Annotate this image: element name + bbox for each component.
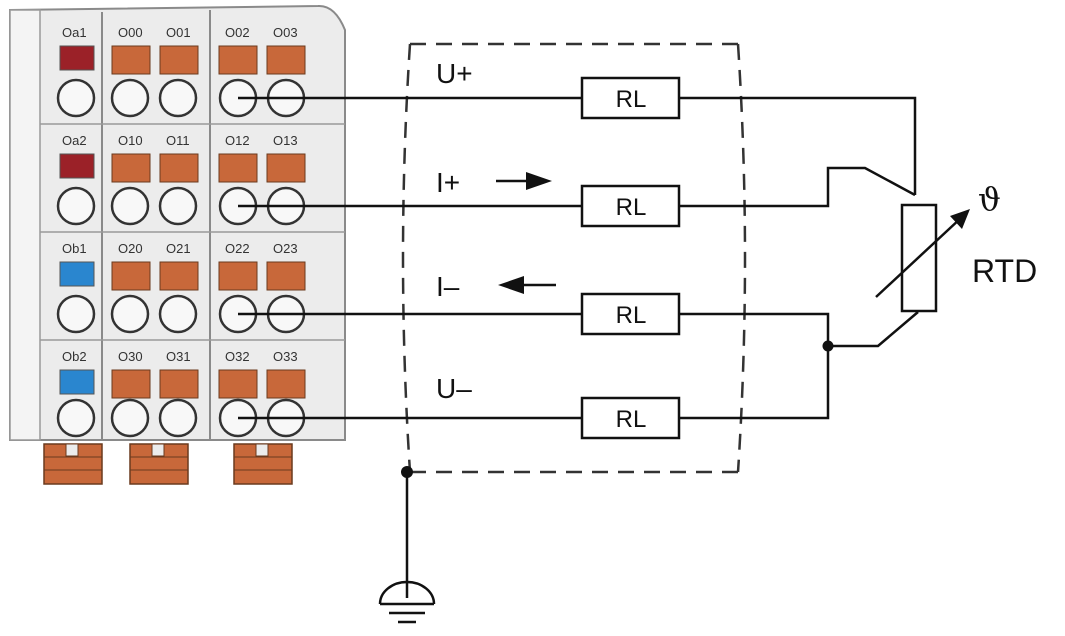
- ground-icon: [378, 580, 436, 624]
- wire-junction-dot: [822, 340, 834, 352]
- wire-entry[interactable]: [110, 78, 150, 118]
- signal-label-i-minus: I–: [436, 271, 460, 302]
- wire-entry[interactable]: [56, 398, 96, 438]
- terminal-label: O33: [273, 349, 298, 364]
- wire-entry[interactable]: [110, 294, 150, 334]
- wire-entry[interactable]: [56, 186, 96, 226]
- terminal-label: O00: [118, 25, 143, 40]
- line-resistor: RL: [580, 184, 681, 228]
- cable-shield: [401, 42, 747, 474]
- marker-tab: [59, 45, 95, 71]
- resistor-label: RL: [616, 302, 647, 329]
- wire-u-plus: [238, 96, 917, 195]
- bottom-connector: [43, 443, 103, 485]
- marker-tab: [59, 369, 95, 395]
- spring-release-slot[interactable]: [266, 153, 306, 183]
- wire-entry[interactable]: [56, 78, 96, 118]
- spring-release-slot[interactable]: [111, 45, 151, 75]
- terminal-label: O02: [225, 25, 250, 40]
- spring-release-slot[interactable]: [218, 369, 258, 399]
- spring-release-slot[interactable]: [266, 45, 306, 75]
- spring-release-slot[interactable]: [111, 369, 151, 399]
- temperature-symbol: ϑ: [978, 180, 1001, 218]
- spring-release-slot[interactable]: [218, 261, 258, 291]
- current-arrow-right-icon: [496, 172, 552, 190]
- terminal-block: Oa1 O00 O01 O02 O03 Oa2 O10 O11 O12 O13: [9, 4, 346, 485]
- terminal-label: Oa1: [62, 25, 87, 40]
- resistor-label: RL: [616, 406, 647, 433]
- terminal-label: O20: [118, 241, 143, 256]
- spring-release-slot[interactable]: [266, 369, 306, 399]
- spring-release-slot[interactable]: [159, 153, 199, 183]
- rtd-sensor: ϑ RTD: [875, 180, 1037, 313]
- wire-entry[interactable]: [158, 186, 198, 226]
- signal-label-u-minus: U–: [436, 373, 472, 404]
- terminal-block-left-edge: [9, 9, 41, 441]
- terminal-label: O12: [225, 133, 250, 148]
- terminal-row: Ob2 O30 O31 O32 O33: [56, 349, 306, 438]
- terminal-row: Ob1 O20 O21 O22 O23: [56, 241, 306, 334]
- line-resistor: RL: [580, 396, 681, 440]
- terminal-label: O11: [166, 133, 190, 148]
- variable-arrow-line: [875, 216, 963, 298]
- terminal-label: O01: [166, 25, 191, 40]
- bottom-connector: [129, 443, 189, 485]
- spring-release-slot[interactable]: [218, 45, 258, 75]
- current-arrow-left-icon: [498, 276, 556, 294]
- spring-release-slot[interactable]: [111, 153, 151, 183]
- signal-label-u-plus: U+: [436, 58, 473, 89]
- wire-entry[interactable]: [158, 398, 198, 438]
- terminal-label: O30: [118, 349, 143, 364]
- terminal-label: O23: [273, 241, 298, 256]
- terminal-label: O03: [273, 25, 298, 40]
- wire-entry[interactable]: [110, 186, 150, 226]
- spring-release-slot[interactable]: [159, 261, 199, 291]
- wire-entry[interactable]: [158, 78, 198, 118]
- terminal-label: O22: [225, 241, 250, 256]
- line-resistor: RL: [580, 292, 681, 336]
- marker-tab: [59, 153, 95, 179]
- signal-label-i-plus: I+: [436, 167, 460, 198]
- wire-entry[interactable]: [110, 398, 150, 438]
- terminal-label: O21: [166, 241, 191, 256]
- marker-tab: [59, 261, 95, 287]
- wire-entry[interactable]: [158, 294, 198, 334]
- rtd-label: RTD: [972, 253, 1037, 289]
- spring-release-slot[interactable]: [266, 261, 306, 291]
- spring-release-slot[interactable]: [218, 153, 258, 183]
- variable-arrow-head-icon: [950, 209, 970, 229]
- resistor-label: RL: [616, 194, 647, 221]
- wire-entry[interactable]: [56, 294, 96, 334]
- terminal-label: O13: [273, 133, 298, 148]
- spring-release-slot[interactable]: [159, 45, 199, 75]
- terminal-label: O31: [166, 349, 191, 364]
- spring-release-slot[interactable]: [111, 261, 151, 291]
- wire-i-minus: [238, 312, 830, 346]
- spring-release-slot[interactable]: [159, 369, 199, 399]
- bottom-connector: [233, 443, 293, 485]
- shield-junction-dot: [401, 466, 413, 478]
- line-resistor: RL: [580, 76, 681, 120]
- resistor-label: RL: [616, 86, 647, 113]
- terminal-label: O10: [118, 133, 143, 148]
- terminal-label: Ob1: [62, 241, 87, 256]
- wire-i-plus: [238, 166, 916, 208]
- terminal-label: Oa2: [62, 133, 87, 148]
- terminal-label: Ob2: [62, 349, 87, 364]
- terminal-label: O32: [225, 349, 250, 364]
